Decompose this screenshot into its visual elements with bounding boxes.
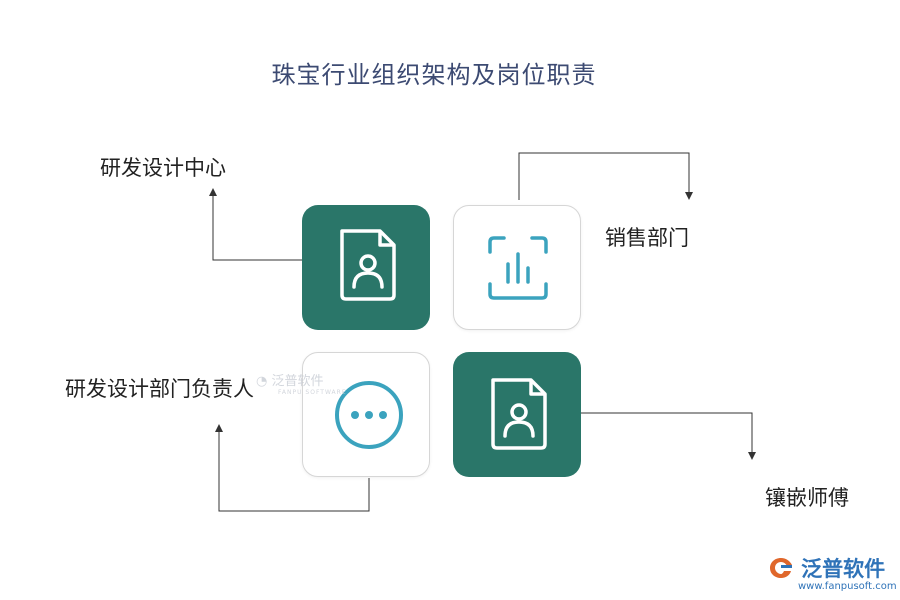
connector-rd-head [215, 424, 370, 512]
document-user-icon [491, 378, 547, 450]
node-label-rd-head: 研发设计部门负责人 [65, 377, 254, 401]
watermark: ◔ 泛普软件 FANPU SOFTWARE [256, 370, 347, 396]
connector-rd-center [209, 188, 302, 261]
node-tile-rd-center [302, 205, 430, 330]
node-tile-rd-head [302, 352, 430, 477]
brand-logo: 泛普软件 www.fanpusoft.com [768, 553, 897, 592]
bar-chart-icon [488, 236, 548, 300]
watermark-logo-icon: ◔ [256, 374, 268, 389]
node-tile-setter [453, 352, 581, 477]
connector-sales [518, 152, 693, 200]
brand-logo-icon [770, 558, 792, 578]
brand-name: 泛普软件 [801, 557, 886, 581]
node-label-rd-center: 研发设计中心 [100, 156, 226, 180]
node-label-setter: 镶嵌师傅 [765, 486, 849, 510]
document-user-icon [340, 229, 396, 301]
watermark-sub: FANPU SOFTWARE [278, 389, 347, 396]
connector-setter [581, 412, 756, 460]
watermark-name: 泛普软件 [271, 374, 324, 389]
diagram-title: 珠宝行业组织架构及岗位职责 [271, 61, 597, 89]
more-dots-icon [335, 381, 403, 449]
node-label-sales: 销售部门 [605, 226, 689, 250]
brand-url: www.fanpusoft.com [798, 581, 897, 592]
node-tile-sales [453, 205, 581, 330]
